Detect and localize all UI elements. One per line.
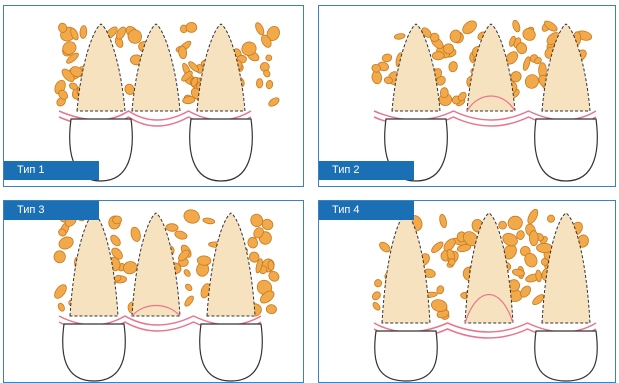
panel-type-1: Тип 1 [3,5,304,187]
bone-trabecula [174,230,188,241]
bone-trabecula [497,220,508,231]
tooth-root [197,24,245,111]
bone-trabecula [448,61,458,73]
tooth-crown [535,119,598,181]
bone-trabecula [254,21,266,36]
bone-trabecula [546,214,555,223]
bone-trabecula [266,80,274,89]
bone-trabecula [57,302,66,312]
tooth-bone-illustration [319,201,616,383]
bone-trabecula [371,290,382,301]
tooth-crown [190,119,253,181]
bone-trabecula [378,240,392,254]
bone-trabecula [439,214,448,229]
bone-trabecula [183,268,192,277]
bone-trabecula [511,19,521,32]
bone-trabecula [54,250,66,263]
type-label: Тип 1 [4,161,99,180]
tooth-bone-illustration [4,6,304,187]
tooth-crown [200,324,263,381]
bone-trabecula [460,18,479,36]
bone-trabecula [182,208,201,226]
bone-trabecula [267,96,280,108]
bone-trabecula [184,283,193,292]
bone-trabecula [183,295,195,308]
tooth-root [382,213,430,323]
bone-trabecula [57,235,75,252]
panel-type-3: Тип 3 [3,200,304,383]
bone-trabecula [432,51,444,59]
tooth-crown [375,331,438,381]
bone-trabecula [521,26,538,43]
type-label: Тип 4 [319,201,414,220]
type-label: Тип 3 [4,201,99,220]
bone-trabecula [129,226,141,242]
tooth-root [542,213,590,323]
tooth-root [70,213,118,316]
bone-trabecula [109,233,122,247]
bone-trabecula [440,88,448,98]
tooth-bone-illustration [319,6,616,187]
tooth-root [207,213,255,316]
bone-trabecula [372,301,382,311]
tooth-root [467,24,515,111]
bone-trabecula [266,304,277,314]
bone-trabecula [529,231,538,246]
bone-trabecula [394,33,406,40]
tooth-crown [535,331,598,381]
bone-trabecula [166,223,179,231]
bone-trabecula [80,25,88,38]
panel-type-2: Тип 2 [318,5,616,187]
tooth-crown [63,324,126,381]
bone-trabecula [382,53,393,62]
bone-trabecula [526,208,540,226]
bone-trabecula [374,279,382,288]
panel-type-4: Тип 4 [318,200,616,383]
tooth-bone-illustration [4,201,304,383]
bone-trabecula [256,78,263,88]
bone-trabecula [52,283,69,301]
bone-trabecula [265,55,272,61]
bone-trabecula [186,22,197,33]
bone-trabecula [507,215,524,231]
type-label: Тип 2 [319,161,414,180]
bone-trabecula [268,260,275,270]
bone-trabecula [523,72,541,90]
bone-trabecula [202,217,215,225]
